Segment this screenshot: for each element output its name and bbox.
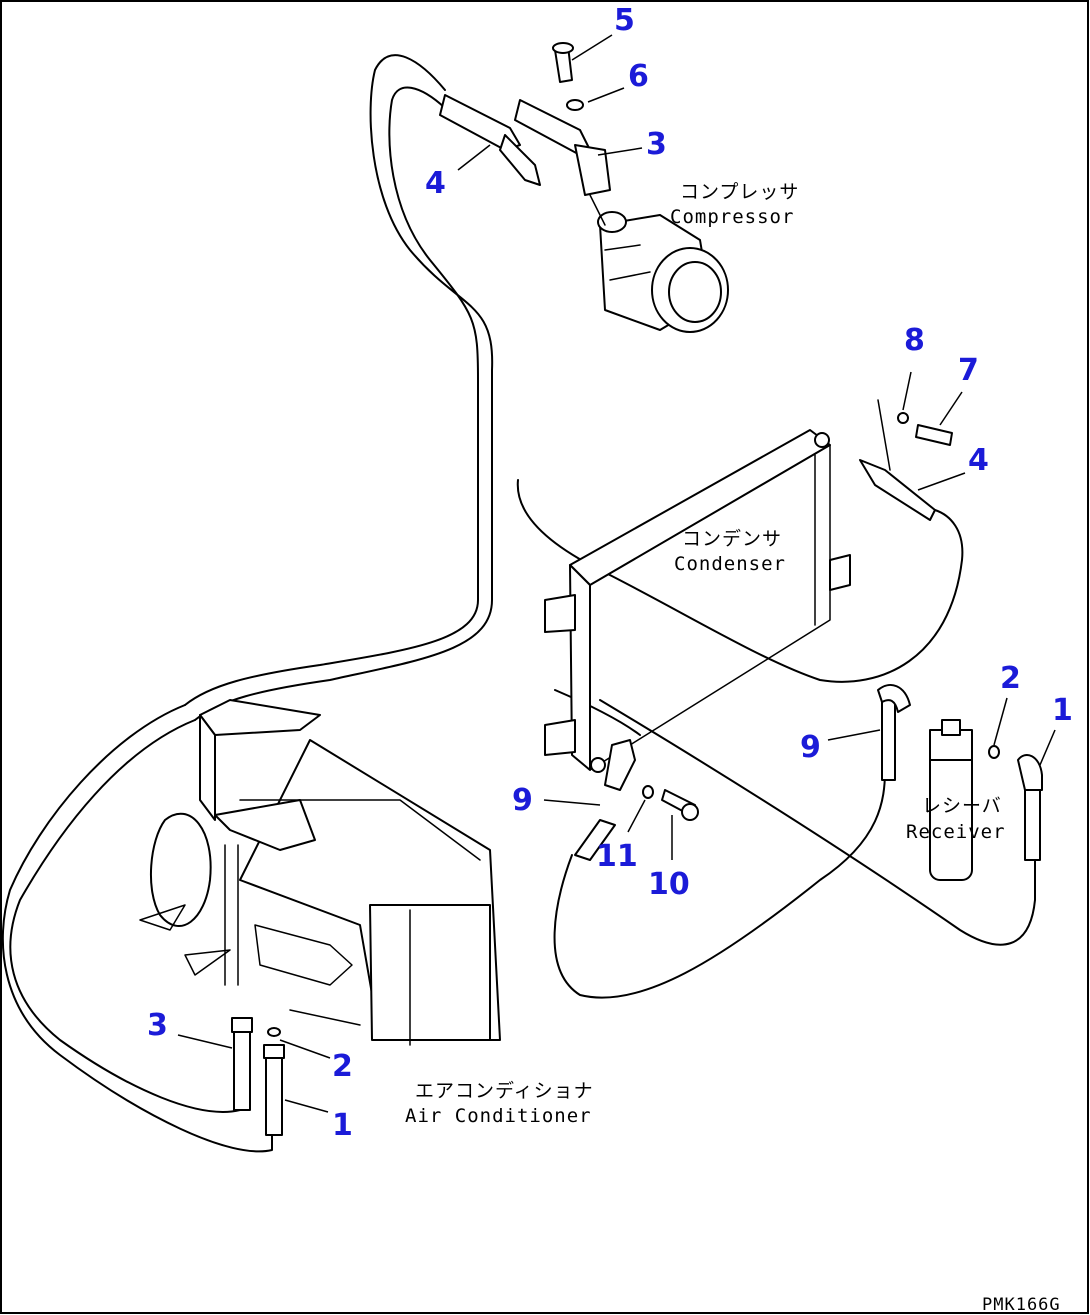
- callout-8: 8: [904, 323, 925, 358]
- receiver-label-jp: レシーバ: [922, 795, 1002, 817]
- callout-10: 10: [648, 867, 690, 902]
- receiver-label-en: Receiver: [906, 821, 1006, 843]
- receiver-fittings: [877, 684, 1043, 861]
- callout-3-compressor: 3: [646, 127, 667, 162]
- receiver: [929, 719, 973, 881]
- component-labels: コンプレッサ Compressor コンデンサ Condenser レシーバ R…: [405, 181, 1006, 1127]
- aircon-label-en: Air Conditioner: [405, 1105, 592, 1127]
- callout-1-receiver: 1: [1052, 693, 1073, 728]
- callout-1-aircon: 1: [332, 1108, 353, 1143]
- callout-9-receiver: 9: [800, 730, 821, 765]
- condenser-bottom-fittings: [574, 739, 699, 861]
- compressor-hose: [184, 54, 494, 721]
- callout-2-receiver: 2: [1000, 661, 1021, 696]
- callout-3-aircon: 3: [147, 1008, 168, 1043]
- callout-5: 5: [614, 3, 635, 38]
- callout-11: 11: [596, 839, 638, 874]
- condenser-fittings: [859, 399, 953, 521]
- callout-4-compressor: 4: [425, 166, 446, 201]
- condenser-label-en: Condenser: [674, 553, 786, 575]
- leader-lines: [177, 34, 1056, 1113]
- callout-2-aircon: 2: [332, 1049, 353, 1084]
- callout-numbers: 5 6 3 4 8 7 4 2 1 9 9 11 10 3 2 1: [147, 3, 1073, 1143]
- compressor-label-en: Compressor: [670, 206, 794, 228]
- condenser-label-jp: コンデンサ: [682, 528, 782, 550]
- callout-6: 6: [628, 59, 649, 94]
- drawing-code: PMK166G: [982, 1295, 1061, 1315]
- callout-7: 7: [958, 353, 979, 388]
- air-conditioner-unit: [139, 699, 501, 1046]
- compressor-label-jp: コンプレッサ: [680, 181, 799, 203]
- aircon-label-jp: エアコンディショナ: [415, 1080, 594, 1102]
- compressor-fittings: [439, 42, 611, 226]
- callout-4-condenser: 4: [968, 443, 989, 478]
- evaporator-hoses: [1, 704, 273, 1153]
- condenser: [544, 429, 851, 773]
- aircon-fittings: [231, 1017, 285, 1136]
- compressor: [597, 211, 729, 333]
- callout-9-condenser: 9: [512, 783, 533, 818]
- receiver-hose: [516, 479, 1036, 946]
- lower-hose: [553, 769, 886, 999]
